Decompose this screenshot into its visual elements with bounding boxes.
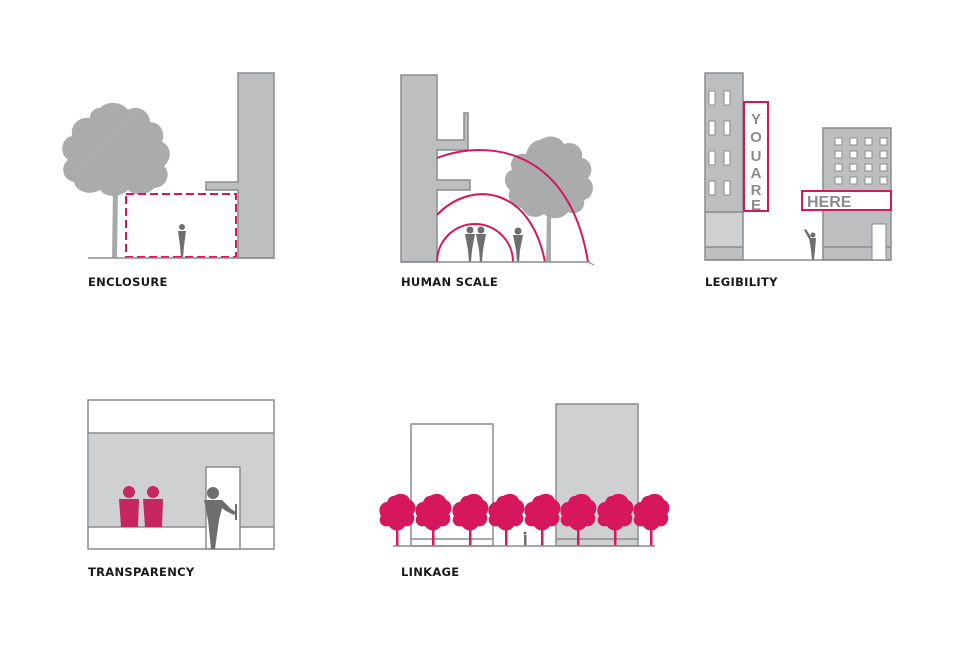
human-scale-arc-medium: [436, 193, 546, 263]
person-entering-icon: [204, 487, 237, 549]
svg-text:A: A: [751, 165, 762, 182]
linkage-label: LINKAGE: [401, 565, 460, 579]
person-icon: [178, 224, 186, 258]
human-scale-arc-large: [436, 149, 589, 263]
tree-icon: [560, 493, 597, 546]
svg-text:HERE: HERE: [807, 194, 852, 211]
building-icon: [704, 72, 744, 261]
tree-row: [379, 493, 670, 546]
human-scale-arc-small: [436, 223, 514, 263]
building-icon: [410, 423, 494, 547]
person-inside-icon: [119, 486, 163, 527]
human-scale-label: HUMAN SCALE: [401, 275, 499, 289]
linkage-diagram: [379, 403, 670, 547]
tree-icon: [62, 102, 170, 258]
tree-icon: [452, 493, 489, 546]
tree-icon: [633, 493, 670, 546]
enclosure-diagram: [62, 72, 275, 259]
here-sign: HERE: [801, 190, 892, 211]
svg-text:O: O: [750, 129, 762, 146]
svg-text:R: R: [751, 182, 762, 199]
human-scale-diagram: [400, 74, 595, 266]
legibility-diagram: Y O U A R E HERE: [704, 72, 892, 261]
transparency-diagram: [87, 399, 275, 550]
person-icon: [465, 226, 523, 262]
building-icon: [400, 74, 471, 263]
tree-icon: [524, 493, 561, 546]
tree-icon: [597, 493, 634, 546]
enclosure-label: ENCLOSURE: [88, 275, 168, 289]
tree-icon: [488, 493, 525, 546]
door-icon: [871, 223, 887, 261]
svg-text:Y: Y: [751, 111, 761, 128]
tree-icon: [379, 493, 416, 546]
tree-icon: [415, 493, 452, 546]
person-icon: [523, 531, 527, 546]
svg-text:E: E: [751, 197, 761, 214]
legibility-label: LEGIBILITY: [705, 275, 778, 289]
you-are-sign: Y O U A R E: [743, 101, 769, 214]
transparency-label: TRANSPARENCY: [88, 565, 195, 579]
storefront-glass: [89, 433, 273, 527]
building-icon: [205, 72, 275, 259]
person-waving-icon: [804, 229, 816, 260]
svg-text:U: U: [751, 148, 762, 165]
